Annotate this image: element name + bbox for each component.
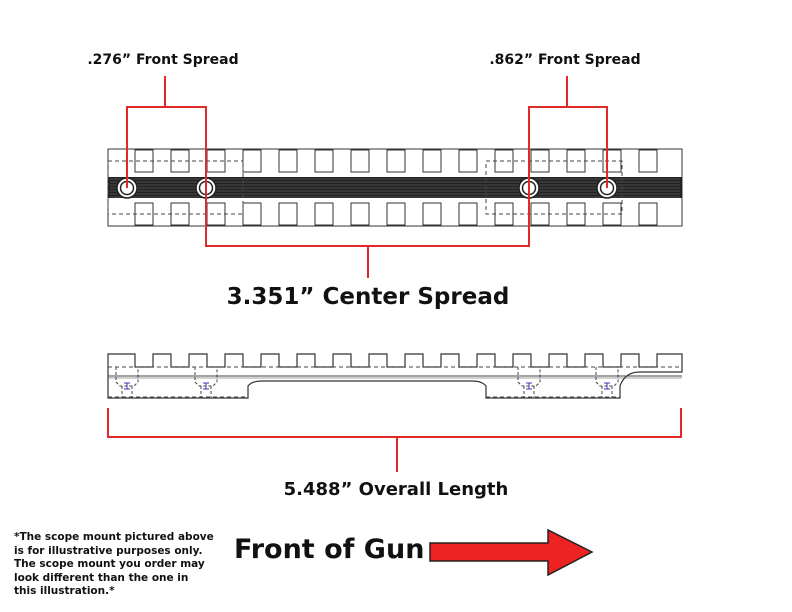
overall-length-label: 5.488” Overall Length (283, 479, 509, 500)
rail-slot (278, 149, 298, 173)
rail-slot (314, 149, 334, 173)
center-spread-bracket (205, 188, 530, 278)
disclaimer-line: *The scope mount pictured above (14, 531, 214, 543)
front-of-gun-label: Front of Gun (234, 534, 425, 565)
rail-slot (206, 202, 226, 226)
rail-slot (530, 202, 550, 226)
rail-slot (242, 202, 262, 226)
rail-slot (314, 202, 334, 226)
rail-slot (278, 202, 298, 226)
front-spread-left-label: .276” Front Spread (87, 52, 239, 68)
rail-slot (350, 202, 370, 226)
rail-slot (530, 149, 550, 173)
rail-slot (638, 202, 658, 226)
rail-slot (386, 202, 406, 226)
overall-length-bracket (107, 408, 682, 472)
rail-slot (458, 202, 478, 226)
rail-slot (350, 149, 370, 173)
base-outline (108, 366, 682, 398)
disclaimer-line: this illustration.* (14, 585, 115, 597)
rail-slot (422, 149, 442, 173)
disclaimer-note: *The scope mount pictured above is for i… (14, 531, 214, 599)
front-spread-right-bracket (528, 76, 608, 188)
front-spread-left-bracket (126, 76, 207, 188)
rail-slot (458, 149, 478, 173)
screw-marker (526, 382, 532, 390)
rail-slot (566, 149, 586, 173)
base-outline (485, 160, 623, 215)
center-spread-label: 3.351” Center Spread (226, 284, 510, 310)
screw-marker (203, 382, 209, 390)
arrow-right-icon (429, 528, 594, 577)
rail-channel (108, 177, 682, 198)
rail-slot (638, 149, 658, 173)
disclaimer-line: The scope mount you order may (14, 558, 205, 570)
screw-marker (604, 382, 610, 390)
dimension-brackets (107, 76, 682, 472)
screw-marker (124, 382, 130, 390)
rail-slot (242, 149, 262, 173)
rail-slot (494, 202, 514, 226)
disclaimer-line: look different than the one in (14, 571, 189, 584)
rail-slot (386, 149, 406, 173)
disclaimer-line: is for illustrative purposes only. (14, 544, 203, 557)
rail-slot (170, 202, 190, 226)
rail-top-view (107, 148, 683, 227)
base-outline (107, 160, 244, 215)
rail-side-view (107, 353, 683, 399)
front-spread-right-label: .862” Front Spread (489, 52, 641, 68)
rail-slot (422, 202, 442, 226)
